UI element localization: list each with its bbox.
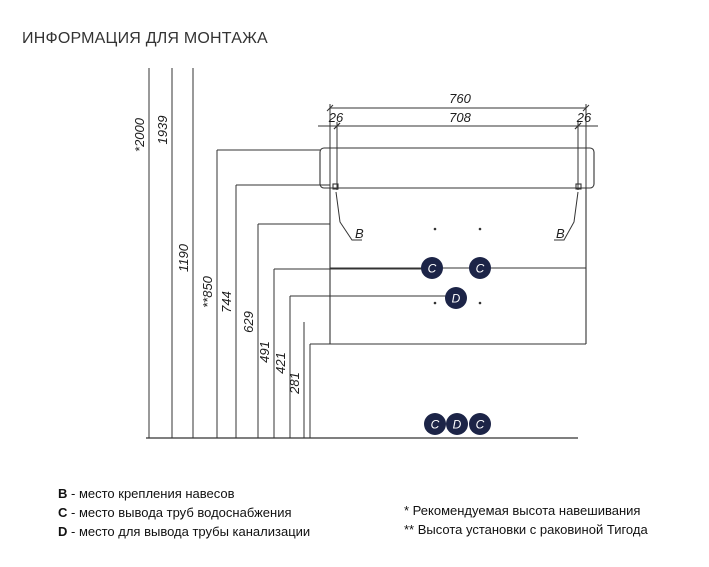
marker-c-floor-right: C bbox=[469, 413, 491, 435]
svg-text:C: C bbox=[431, 418, 440, 432]
hanger-label-right: B bbox=[556, 226, 565, 241]
marker-d-floor: D bbox=[446, 413, 468, 435]
marker-c-1: C bbox=[421, 257, 443, 279]
svg-text:C: C bbox=[428, 262, 437, 276]
dim-26-left: 26 bbox=[328, 110, 344, 125]
vertical-dimension-labels: *2000 1939 1190 **850 744 629 491 421 28… bbox=[132, 116, 302, 395]
svg-text:C: C bbox=[476, 262, 485, 276]
page-title: ИНФОРМАЦИЯ ДЛЯ МОНТАЖА bbox=[22, 30, 268, 47]
dim-760: 760 bbox=[449, 91, 471, 106]
horizontal-dimensions bbox=[318, 104, 598, 190]
note-install-height: ** Высота установки с раковиной Тигода bbox=[404, 522, 648, 537]
dim-850: **850 bbox=[200, 275, 215, 308]
svg-text:D: D bbox=[453, 418, 462, 432]
dim-629: 629 bbox=[241, 311, 256, 333]
hanger-label-left: B bbox=[355, 226, 364, 241]
marker-c-2: C bbox=[469, 257, 491, 279]
legend-c: C - место вывода труб водоснабжения bbox=[58, 505, 292, 520]
marker-c-floor-left: C bbox=[424, 413, 446, 435]
dim-708: 708 bbox=[449, 110, 471, 125]
note-recommended-height: * Рекомендуемая высота навешивания bbox=[404, 503, 641, 518]
dim-281: 281 bbox=[287, 372, 302, 395]
dim-744: 744 bbox=[219, 291, 234, 313]
dim-2000: *2000 bbox=[132, 117, 147, 152]
dim-26-right: 26 bbox=[576, 110, 592, 125]
marker-d-1: D bbox=[445, 287, 467, 309]
mounting-dots bbox=[433, 227, 482, 305]
dim-1939: 1939 bbox=[155, 116, 170, 145]
dim-1190: 1190 bbox=[176, 243, 191, 272]
dim-491: 491 bbox=[257, 341, 272, 363]
svg-text:D: D bbox=[452, 292, 461, 306]
vertical-dimension-lines bbox=[148, 68, 448, 438]
cabinet-outline bbox=[319, 147, 595, 345]
dim-421: 421 bbox=[273, 352, 288, 374]
legend-d: D - место для вывода трубы канализации bbox=[58, 524, 311, 539]
legend-b: B - место крепления навесов bbox=[58, 486, 235, 501]
hanger-leaders bbox=[335, 191, 579, 241]
svg-text:C: C bbox=[476, 418, 485, 432]
legend-keys: B - место крепления навесов C - место вы… bbox=[58, 484, 310, 541]
legend-notes: * Рекомендуемая высота навешивания ** Вы… bbox=[404, 501, 648, 539]
